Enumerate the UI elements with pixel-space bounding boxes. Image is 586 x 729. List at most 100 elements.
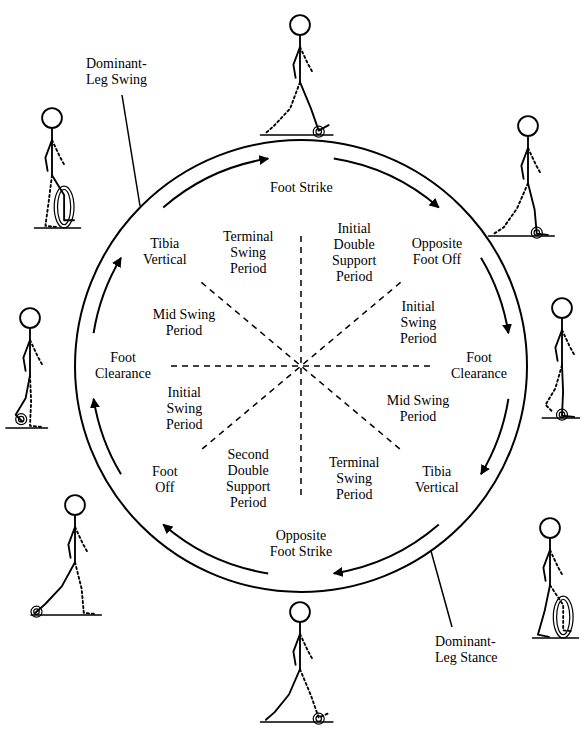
leader-line [431, 551, 452, 627]
walker-figure [30, 375, 42, 427]
walker-figure [30, 340, 43, 366]
walker-figure [316, 129, 322, 135]
walker-figure [559, 412, 565, 418]
gait-event-label: Opposite Foot Strike [265, 528, 337, 560]
gait-event-label: Foot Strike [270, 180, 333, 196]
leg-phase-label: Dominant-Leg Swing [86, 56, 162, 88]
walker-figure [42, 108, 62, 128]
walker-figure [29, 328, 31, 375]
cycle-arrow [163, 525, 268, 574]
walker-figure [51, 128, 53, 175]
gait-period-label: Mid Swing Period [149, 307, 219, 339]
walker-figure [300, 669, 329, 717]
leader-line [122, 95, 452, 627]
walker-figure [299, 622, 301, 669]
walker-figure [557, 600, 570, 635]
walker-figure [52, 140, 65, 166]
walker-figure [293, 634, 300, 665]
phase-divider [171, 365, 431, 367]
walker-figure [553, 596, 573, 638]
gait-period-label: Second Double Support Period [226, 447, 270, 511]
cycle-arrow [481, 258, 508, 333]
leader-line [122, 95, 140, 206]
walker-figure [6, 308, 48, 428]
leg-phase-label: Dominant-Leg Stance [435, 634, 513, 666]
phase-divider [171, 236, 431, 496]
gait-period-label: Mid Swing Period [383, 393, 453, 425]
walker-figure [532, 637, 578, 638]
gait-period-label: Initial Swing Period [400, 299, 437, 347]
walker-figure [527, 136, 529, 183]
walker-figure [543, 550, 550, 581]
walker-figure [34, 609, 40, 615]
walker-figure [75, 527, 88, 553]
cycle-circle [75, 140, 527, 592]
walker-figure [488, 235, 554, 236]
walker-figure [532, 518, 578, 638]
walker-figure [494, 183, 528, 234]
walker-figure [54, 186, 74, 228]
cycle-arrow [94, 159, 509, 574]
walker-figure [290, 602, 310, 622]
gait-event-label: Tibia Vertical [415, 464, 459, 496]
gait-period-label: Initial Swing Period [166, 385, 203, 433]
walker-figure [550, 550, 563, 576]
walker-figure [542, 298, 579, 420]
walker-figure [260, 602, 333, 724]
walker-figure [549, 538, 551, 585]
walker-figure [6, 427, 48, 428]
walker-figure [299, 35, 301, 82]
walker-figure [538, 585, 550, 637]
walker-figure [68, 527, 75, 558]
phase-divider [201, 282, 400, 449]
cycle-arrow [481, 399, 508, 474]
walker-figure [518, 116, 538, 136]
walker-figure [528, 148, 541, 174]
walker-figure [300, 82, 329, 130]
walker-figure [260, 15, 333, 137]
walking-figures [6, 15, 580, 724]
walker-figure [74, 515, 76, 562]
walker-figure [75, 562, 95, 614]
gait-event-label: Opposite Foot Off [406, 236, 468, 268]
walker-figure [540, 518, 560, 538]
walker-figure [31, 606, 42, 617]
cycle-arrow [94, 399, 121, 474]
walker-figure [313, 713, 324, 724]
phase-divider [300, 236, 302, 496]
gait-event-label: Tibia Vertical [143, 236, 187, 268]
walker-figure [34, 227, 80, 228]
walker-figure [316, 716, 322, 722]
walker-figure [534, 230, 540, 236]
walker-figure [561, 318, 563, 365]
walker-figure [521, 148, 528, 179]
gait-event-label: Foot Off [152, 464, 178, 496]
walker-figure [31, 495, 101, 617]
cycle-arrow [334, 159, 439, 208]
walker-figure [313, 126, 324, 137]
gait-period-label: Initial Double Support Period [332, 221, 376, 285]
gait-period-label: Terminal Swing Period [223, 229, 273, 277]
walker-figure [23, 340, 30, 371]
walker-figure [34, 108, 80, 228]
walker-figure [45, 140, 52, 171]
walker-figure [546, 365, 563, 411]
cycle-arrow [334, 525, 439, 574]
walker-figure [16, 414, 27, 425]
cycle-arrow [163, 159, 268, 208]
walker-figure [555, 330, 562, 361]
walker-figure [18, 416, 24, 422]
walker-figure [300, 47, 313, 73]
walker-figure [35, 562, 75, 613]
walker-figure [562, 330, 575, 356]
phase-divider [201, 282, 400, 449]
walker-figure [293, 47, 300, 78]
walker-figure [20, 308, 40, 328]
walker-figure [265, 82, 300, 134]
walker-figure [552, 298, 572, 318]
walker-figure [531, 227, 542, 238]
walker-figure [266, 669, 300, 720]
cycle-arrow [94, 258, 121, 333]
